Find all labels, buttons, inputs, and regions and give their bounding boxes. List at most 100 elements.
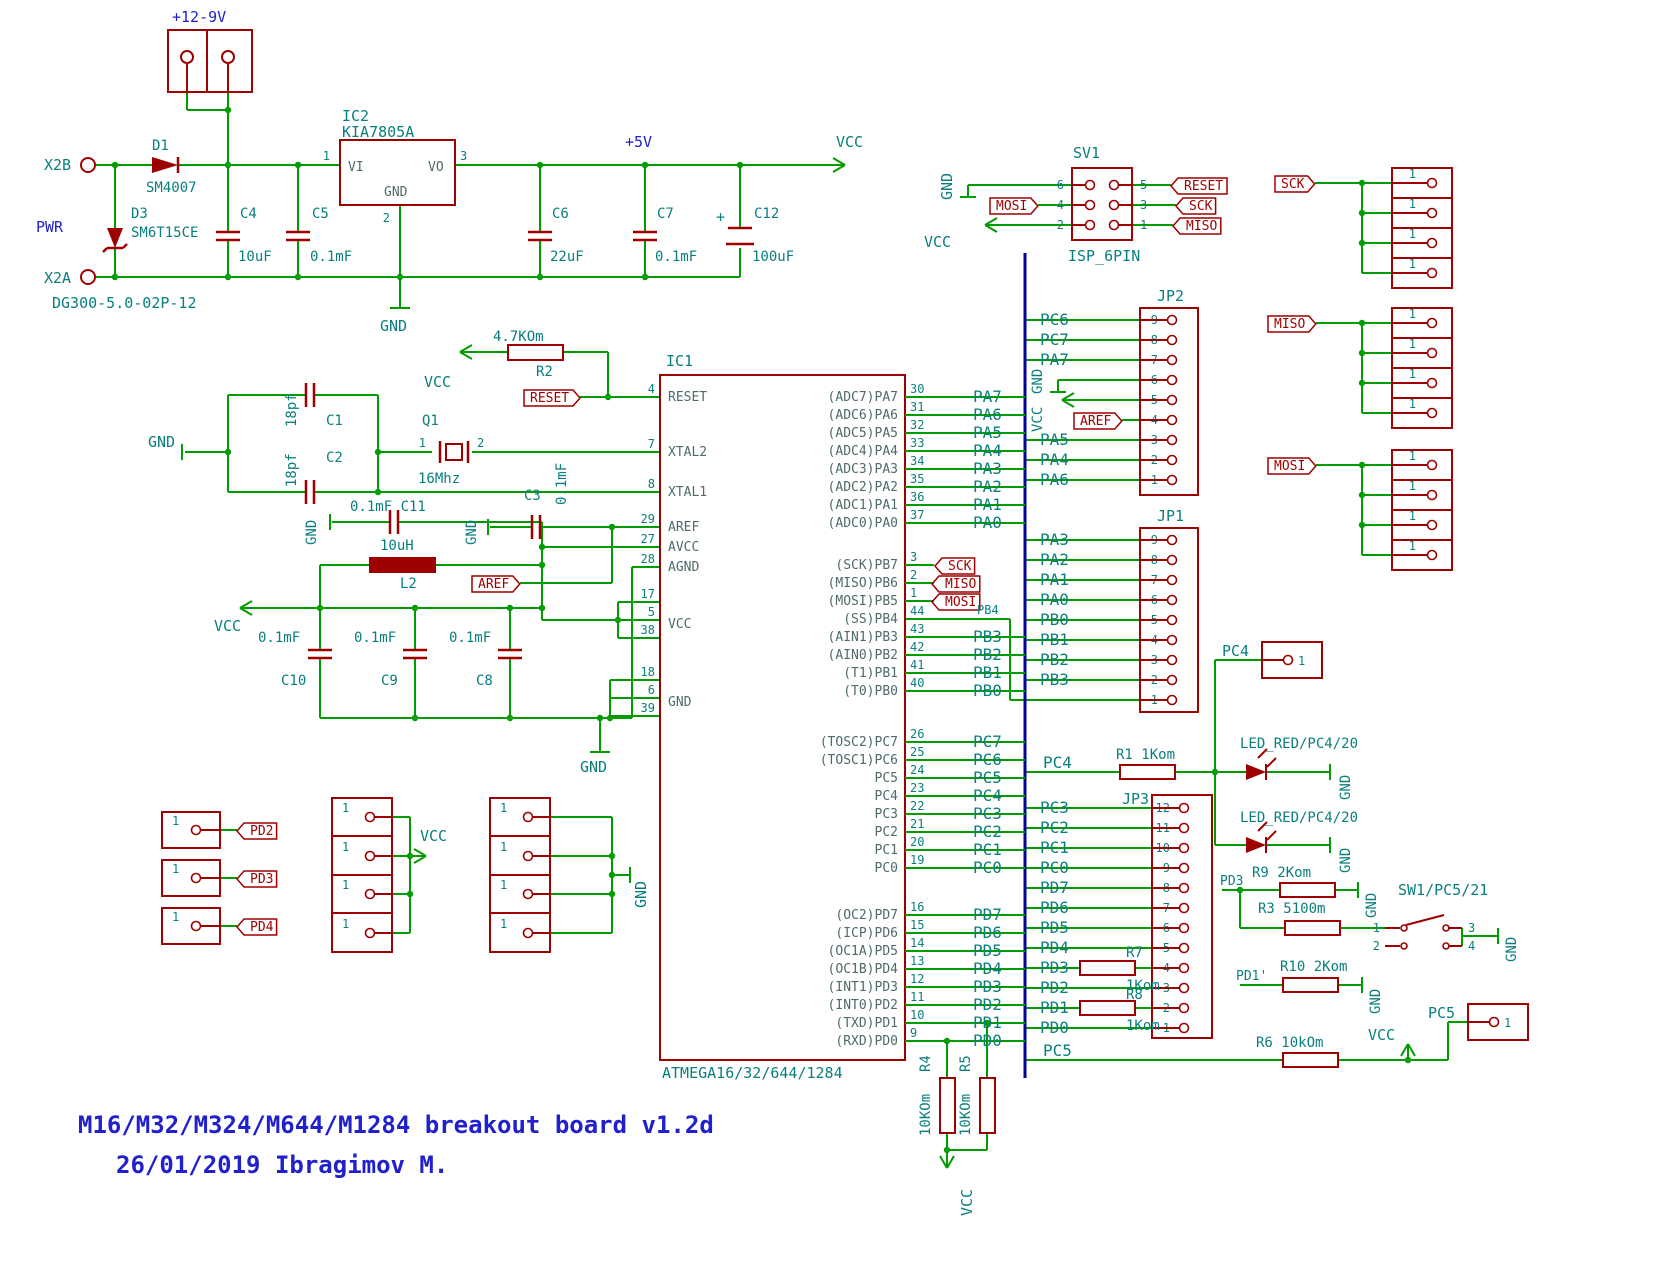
junction-dot [614,616,622,624]
gnd-led2: GND [1338,848,1354,873]
pd2-flag-box [236,822,278,840]
jp3-net-pc0: PC0 [1040,858,1069,877]
net-pd-pd0: PD0 [973,1031,1002,1050]
sw1-left-pin-circle [1400,942,1408,950]
junction-dot [224,448,232,456]
r9-body [1279,882,1336,898]
jp3-pin-circle [1178,922,1190,934]
sv1-right-pin-circle [1108,199,1120,211]
sw1-right-pin-0: 3 [1468,921,1475,935]
gnd-led1: GND [1338,775,1354,800]
jp3-pin-circle [1178,822,1190,834]
ic2-pin-gnd: GND [384,185,408,200]
ic2-pin-3-0: 3 [460,149,467,163]
r10-body [1282,977,1339,993]
junction-dot [1358,179,1366,187]
ic1-pin-number-4: 4 [648,382,655,396]
ic1-pin-number-12: 12 [910,972,924,986]
c4-ref: C4 [240,206,257,222]
vcc-header-pin-circle [364,927,376,939]
hdr-sck-pin-circle [1426,267,1438,279]
reset-flag-sv1-box [1170,177,1228,195]
net-pd-pd3: PD3 [973,977,1002,996]
mosi-flag-pb5-box [931,593,981,611]
r2-ref: R2 [536,364,553,380]
r1-label: R1 1Kom [1116,747,1175,763]
q1-pin-1-0: 1 [419,436,426,450]
jp2-net-top-pa7: PA7 [1040,350,1069,369]
c7-value: 0.1mF [655,249,697,265]
net-pa-pa4: PA4 [973,441,1002,460]
jp2-pin-circle [1166,434,1178,446]
junction-dot [1358,349,1366,357]
r6-label: R6 10kOm [1256,1035,1323,1051]
ic2-pin-2-0: 2 [383,211,390,225]
junction-dot [406,852,414,860]
hdr-mosi-pin-0: 1 [1409,449,1416,463]
jp1-pin-circle [1166,534,1178,546]
junction-dot [111,273,119,281]
ic1-pin-name-VCC: VCC [668,617,691,632]
wires-osc-reset [181,344,660,493]
c3-value: 0.1mF [554,463,570,505]
jp1-pin-circle [1166,594,1178,606]
ic1-pin-number-21: 21 [910,817,924,831]
ic1-pin-number-36: 36 [910,490,924,504]
c2-ref: C2 [326,450,343,466]
supply-5v: +5V [625,133,652,151]
ic1-pin-name-14: (OC1A)PD5 [828,944,898,959]
c12-value: 100uF [752,249,794,265]
ic1-pin-number-44: 44 [910,604,924,618]
pd4-flag: PD4 [250,920,274,935]
net-pc-pc7: PC7 [973,732,1002,751]
jp2-net-bottom-pa4: PA4 [1040,450,1069,469]
junction-dot [596,714,604,722]
junction-dot [294,161,302,169]
ic1-pin-number-2: 2 [910,568,917,582]
net-pa-pa2: PA2 [973,477,1002,496]
gnd-r9: GND [1364,893,1380,918]
wires-power [95,92,846,309]
aref-flag-jp2: AREF [1080,414,1111,429]
ic1-pin-name-XTAL2: XTAL2 [668,445,707,460]
ic1-pin-name-19: PC0 [875,861,898,876]
jp1-ref: JP1 [1157,507,1184,525]
ic1-pin-name-15: (ICP)PD6 [835,926,898,941]
junction-dot [374,488,382,496]
pd-conn-pin-circle [190,920,202,932]
pc5-conn-label: PC5 [1428,1004,1455,1022]
jp1-pin-circle [1166,654,1178,666]
jp3-net-pd0: PD0 [1040,1018,1069,1037]
vcc-main: VCC [836,133,863,151]
pwr-label: PWR [36,218,64,236]
ic1-pin-name-13: (OC1B)PD4 [828,962,899,977]
vcc-header-pin-circle [364,888,376,900]
x2-value: DG300-5.0-02P-12 [52,294,197,312]
ic1-pin-number-38: 38 [641,623,655,637]
ic1-ref: IC1 [666,352,693,370]
gnd-header-pin-1: 1 [500,840,507,854]
jp2-pin-circle [1166,474,1178,486]
vcc-header-pin-1: 1 [342,840,349,854]
junction-dot [294,273,302,281]
hdr-sck-pin-2: 1 [1409,227,1416,241]
vcc-header-pin-circle [364,811,376,823]
jp1-pin-circle [1166,614,1178,626]
sv1-ref: SV1 [1073,144,1100,162]
r4-body [939,1077,956,1134]
ic1-pin-name-RESET: RESET [668,390,707,405]
c9-value: 0.1mF [354,630,396,646]
gnd-sw1: GND [1504,937,1520,962]
junction-dot [1358,461,1366,469]
jp3-pin-circle [1178,882,1190,894]
vcc-sv1: VCC [924,233,951,251]
hdr-mosi-pin-1: 1 [1409,479,1416,493]
net-pc-pc5: PC5 [973,768,1002,787]
mosi-flag-header: MOSI [1274,459,1305,474]
net-pd-pd6: PD6 [973,923,1002,942]
r3-body [1284,920,1341,936]
sv1-right-pin-1: 3 [1140,198,1147,212]
jp2-pin-circle [1166,334,1178,346]
jp2-net-bottom-pa6: PA6 [1040,470,1069,489]
d1-value: SM4007 [146,180,197,196]
